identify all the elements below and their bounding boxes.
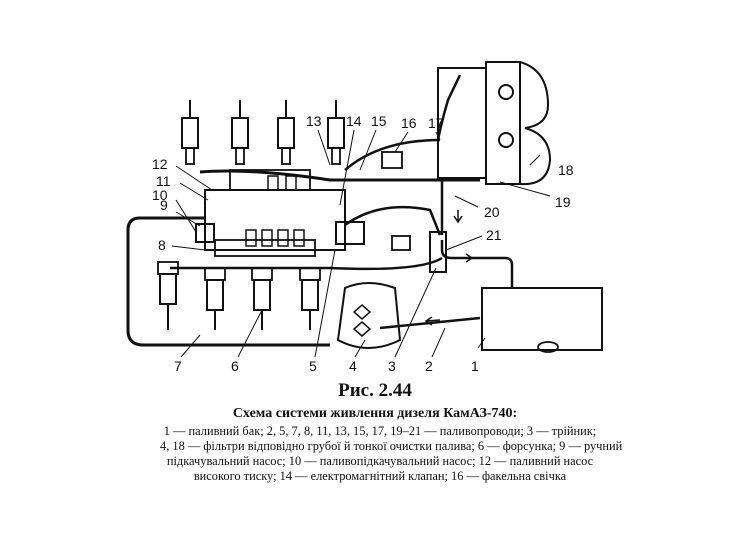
fuel-line-20: [440, 178, 458, 235]
figure-title: Рис. 2.44: [338, 380, 412, 401]
leader-lines: [171, 129, 551, 358]
label-19: 19: [555, 194, 571, 210]
fine-fuel-filter: [437, 61, 552, 186]
label-4: 4: [349, 358, 357, 374]
injector-upper-1: [181, 100, 199, 165]
solenoid-valve: [335, 221, 365, 245]
high-pressure-fuel-pump: [204, 169, 346, 257]
caption-line: 4, 18 — фільтри відповідно грубої й тонк…: [160, 439, 623, 453]
label-5: 5: [309, 358, 317, 374]
label-6: 6: [231, 358, 239, 374]
flow-arrow-icon: [424, 316, 441, 326]
fuel-system-diagram: 1 2 3 4 5 6 7 8 9 10 11 12 13 14 15 16 1…: [126, 61, 603, 374]
coarse-fuel-filter: [336, 282, 402, 349]
fuel-line-15: [344, 138, 441, 171]
label-12: 12: [152, 156, 168, 172]
fuel-line-loop: [126, 216, 330, 347]
label-13: 13: [306, 113, 322, 129]
label-9: 9: [160, 197, 168, 213]
label-7: 7: [174, 358, 182, 374]
label-16: 16: [401, 115, 417, 131]
label-10: 10: [152, 187, 168, 203]
injector-lower-4: [299, 267, 321, 330]
figure-subtitle: Схема системи живлення дизеля КамАЗ-740:: [232, 406, 518, 421]
caption-line: підкачувальний насос; 10 — паливопідкачу…: [166, 454, 594, 468]
fuel-line-mid: [344, 205, 442, 236]
flow-arrow-icon: [460, 253, 474, 263]
label-15: 15: [371, 113, 387, 129]
injector-lower-2: [204, 267, 226, 330]
label-17: 17: [428, 115, 444, 131]
label-14: 14: [346, 113, 362, 129]
manual-priming-pump: [195, 223, 215, 243]
tee-fitting: [429, 231, 447, 273]
label-3: 3: [388, 358, 396, 374]
fuel-line-top: [199, 169, 480, 182]
fuel-tank: [481, 287, 603, 353]
caption-line: 1 — паливний бак; 2, 5, 7, 8, 11, 13, 15…: [163, 424, 597, 438]
label-21: 21: [486, 227, 502, 243]
fuel-line-right: [440, 240, 514, 288]
flow-arrow-icon: [453, 210, 463, 224]
injector-upper-4: [327, 100, 345, 165]
glow-plug: [381, 151, 411, 251]
label-1: 1: [471, 358, 479, 374]
injector-lower-3: [251, 267, 273, 330]
label-2: 2: [425, 358, 433, 374]
injector-upper-3: [277, 100, 295, 165]
figure-caption: 1 — паливний бак; 2, 5, 7, 8, 11, 13, 15…: [160, 424, 623, 484]
label-8: 8: [158, 237, 166, 253]
caption-line: високого тиску; 14 — електромагнітний кл…: [193, 469, 567, 483]
injector-upper-2: [231, 100, 249, 165]
injector-lower-1: [157, 261, 179, 330]
label-20: 20: [484, 204, 500, 220]
label-18: 18: [558, 162, 574, 178]
label-11: 11: [156, 173, 171, 189]
fuel-line-drain: [170, 256, 443, 271]
